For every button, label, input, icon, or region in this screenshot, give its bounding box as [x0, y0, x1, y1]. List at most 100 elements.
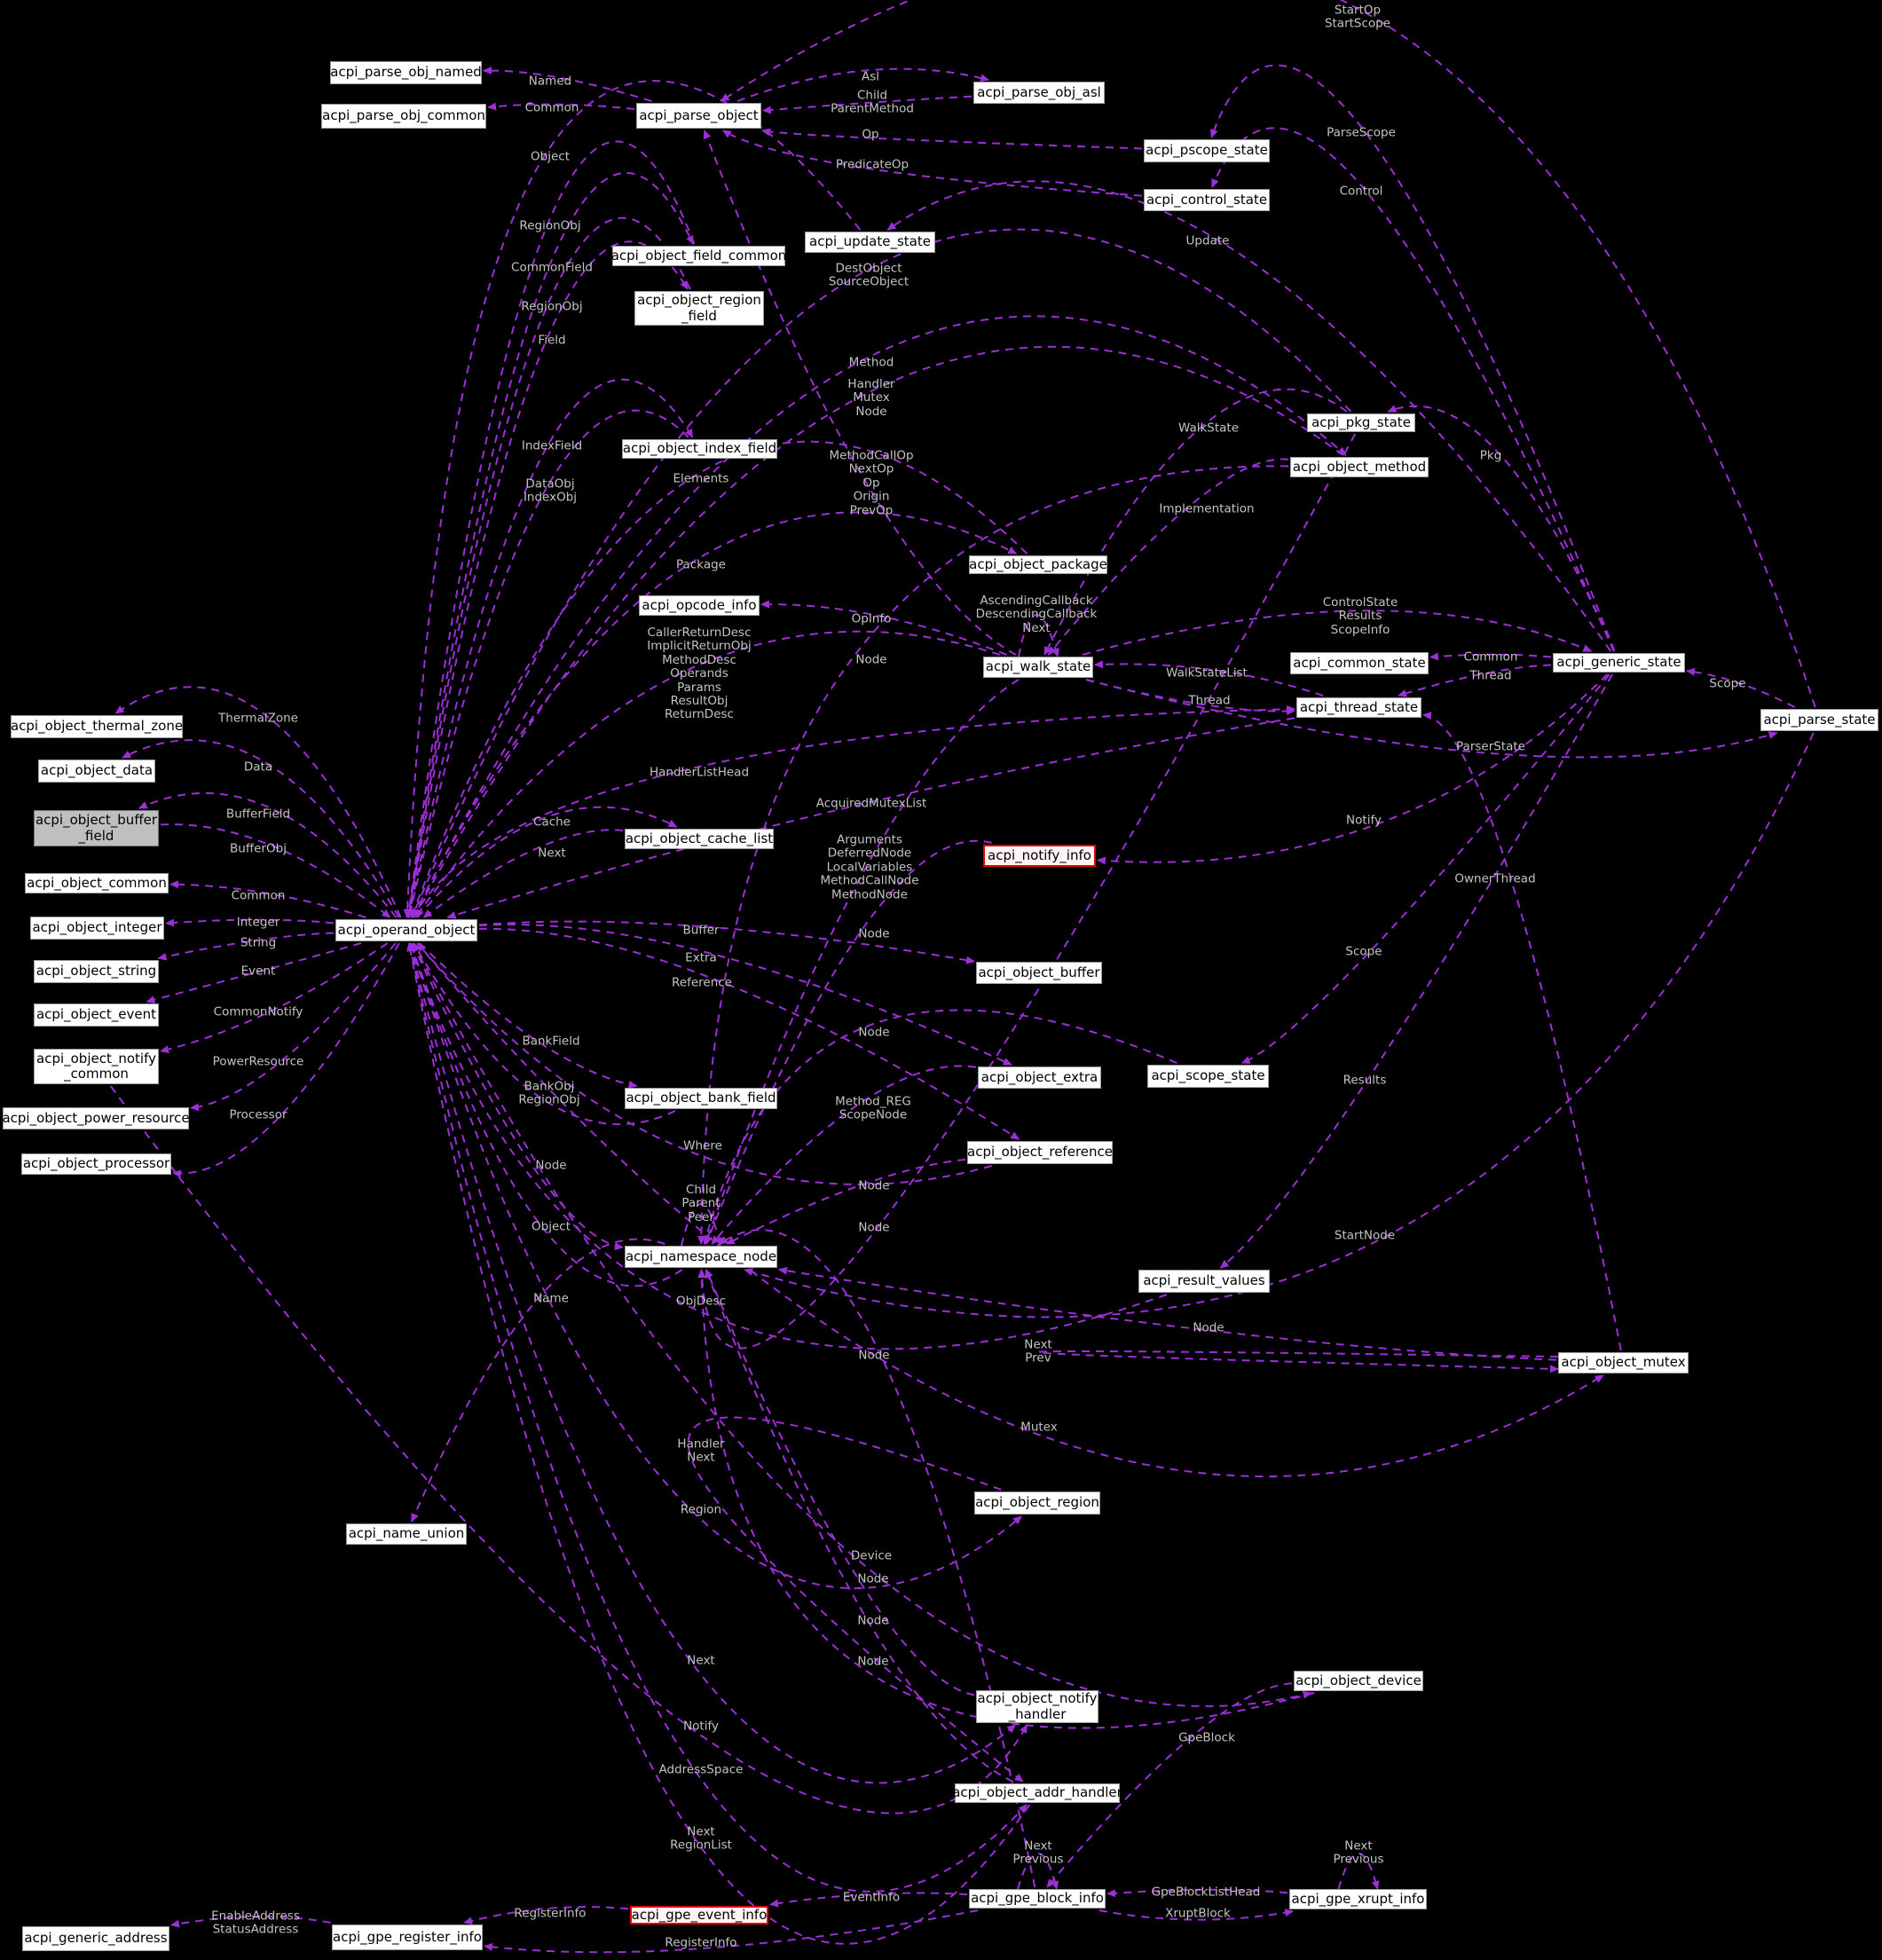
node-generic-address[interactable]: acpi_generic_address	[22, 1926, 169, 1951]
node-object-device[interactable]: acpi_object_device	[1294, 1671, 1423, 1691]
edge-field_common-to-operand_object	[405, 140, 696, 918]
node-pkg-state[interactable]: acpi_pkg_state	[1307, 413, 1415, 432]
node-field-common[interactable]: acpi_object_field_common	[611, 246, 786, 266]
node-index-field[interactable]: acpi_object_index_field	[622, 439, 777, 459]
edge-pscope_state-to-parse_object	[761, 128, 1143, 150]
node-object-event[interactable]: acpi_object_event	[34, 1004, 159, 1027]
node-opcode-info[interactable]: acpi_opcode_info	[639, 595, 760, 616]
edge-operand_object-to-bank_field	[419, 942, 638, 1089]
node-object-method[interactable]: acpi_object_method	[1290, 457, 1429, 477]
node-operand-object[interactable]: acpi_operand_object	[335, 919, 477, 941]
edge-operand_object-to-thread_state	[412, 704, 1295, 918]
edge-walk_state-to-walk_state	[1018, 614, 1059, 657]
node-object-data[interactable]: acpi_object_data	[38, 760, 155, 783]
edge-operand_object-to-object_common	[169, 880, 366, 918]
edge-operand_object-to-object_string	[157, 932, 335, 961]
edge-object_mutex-to-object_mutex	[1037, 1350, 1559, 1374]
node-result-values[interactable]: acpi_result_values	[1138, 1270, 1270, 1293]
edge-operand_object-to-cache_list	[416, 806, 678, 918]
node-parse-object[interactable]: acpi_parse_object	[636, 103, 761, 129]
edge-gpe_register-to-generic_address	[170, 1916, 331, 1928]
edge-operand_object-to-processor	[172, 942, 400, 1178]
node-object-extra[interactable]: acpi_object_extra	[978, 1067, 1101, 1089]
edge-operand_object-to-thermal_zone	[114, 686, 402, 918]
edge-gpe_block-to-gpe_xrupt	[1098, 1909, 1295, 1921]
edge-generic_state-to-pkg_state	[1387, 405, 1615, 652]
node-object-reference[interactable]: acpi_object_reference	[967, 1141, 1113, 1164]
node-scope-state[interactable]: acpi_scope_state	[1147, 1065, 1269, 1088]
node-parse-obj-common[interactable]: acpi_parse_obj_common	[321, 104, 486, 129]
edge-object_reference-to-namespace_node	[725, 1158, 966, 1245]
node-namespace-node[interactable]: acpi_namespace_node	[625, 1246, 777, 1268]
edge-thread_state-to-operand_object	[446, 717, 1295, 919]
node-gpe-xrupt[interactable]: acpi_gpe_xrupt_info	[1289, 1889, 1427, 1909]
edge-operand_object-to-addr_handler	[408, 942, 1028, 1893]
node-control-state[interactable]: acpi_control_state	[1144, 189, 1270, 211]
node-addr-handler[interactable]: acpi_object_addr_handler	[952, 1783, 1122, 1803]
edge-generic_state-to-scope_state	[1240, 673, 1610, 1064]
edge-namespace_node-to-operand_object	[409, 942, 683, 1287]
node-buffer-field[interactable]: acpi_object_buffer _field	[34, 810, 159, 846]
edge-parse_state-to-namespace_node	[744, 732, 1815, 1318]
edge-pkg_state-to-walk_state	[1043, 388, 1348, 656]
edge-gpe_block-to-namespace_node	[719, 1229, 1036, 1888]
node-thermal-zone[interactable]: acpi_object_thermal_zone	[11, 715, 183, 738]
edge-thread_state-to-walk_state	[1094, 660, 1324, 697]
edge-operand_object-to-object_device	[412, 942, 1312, 1707]
edge-generic_state-to-common_state	[1429, 652, 1552, 661]
node-walk-state[interactable]: acpi_walk_state	[983, 657, 1093, 678]
node-power-resource[interactable]: acpi_object_power_resource	[2, 1107, 190, 1130]
edge-operand_object-to-object_package	[412, 511, 1018, 918]
node-parse-obj-named[interactable]: acpi_parse_obj_named	[330, 61, 482, 84]
node-pscope-state[interactable]: acpi_pscope_state	[1144, 139, 1270, 162]
edge-operand_object-to-namespace_node	[411, 942, 624, 1251]
edge-region_field-to-operand_object	[406, 216, 691, 918]
node-update-state[interactable]: acpi_update_state	[805, 232, 935, 253]
edge-notify_handler-to-namespace_node	[705, 1269, 975, 1696]
node-parse-obj-asl[interactable]: acpi_parse_obj_asl	[973, 82, 1105, 104]
edge-operand_object-to-notify_handler	[408, 942, 1017, 1784]
node-object-common[interactable]: acpi_object_common	[25, 873, 169, 893]
node-object-buffer[interactable]: acpi_object_buffer	[976, 962, 1102, 984]
node-object-integer[interactable]: acpi_object_integer	[30, 917, 164, 940]
node-object-region[interactable]: acpi_object_region	[974, 1492, 1100, 1515]
edge-generic_state-to-control_state	[1211, 127, 1615, 652]
node-gpe-register[interactable]: acpi_gpe_register_info	[332, 1925, 483, 1950]
node-parse-state[interactable]: acpi_parse_state	[1760, 709, 1878, 731]
edge-parse_object-to-parse_obj_named	[483, 66, 652, 102]
node-object-string[interactable]: acpi_object_string	[34, 960, 159, 983]
edge-gpe_block-to-gpe_event	[769, 1892, 968, 1908]
node-gpe-event[interactable]: acpi_gpe_event_info	[630, 1906, 768, 1925]
edge-parse_obj_asl-to-parse_object	[762, 95, 972, 114]
node-object-package[interactable]: acpi_object_package	[969, 555, 1107, 574]
node-cache-list[interactable]: acpi_object_cache_list	[625, 829, 774, 849]
edge-result_values-to-operand_object	[409, 942, 1168, 1350]
edge-gpe_xrupt-to-gpe_block	[1106, 1888, 1288, 1898]
edge-operand_object-to-index_field	[407, 378, 694, 918]
node-processor[interactable]: acpi_object_processor	[21, 1153, 171, 1175]
node-gpe-block[interactable]: acpi_gpe_block_info	[969, 1889, 1106, 1909]
edge-object_device-to-gpe_block	[1046, 1682, 1293, 1888]
node-notify-info[interactable]: acpi_notify_info	[983, 845, 1096, 867]
edge-operand_object-to-object_mutex	[416, 942, 1604, 1477]
edge-walk_state-to-thread_state	[1085, 679, 1295, 716]
edge-bank_field-to-operand_object	[413, 942, 676, 1125]
edge-gpe_block-to-gpe_register	[484, 1909, 979, 1954]
node-notify-common[interactable]: acpi_object_notify _common	[34, 1049, 159, 1084]
node-generic-state[interactable]: acpi_generic_state	[1553, 653, 1685, 673]
node-notify-handler[interactable]: acpi_object_notify _handler	[976, 1690, 1098, 1723]
edge-operand_object-to-object_extra	[478, 924, 1012, 1066]
edge-operand_object-to-object_data	[122, 739, 400, 918]
node-bank-field[interactable]: acpi_object_bank_field	[625, 1088, 777, 1109]
node-common-state[interactable]: acpi_common_state	[1290, 652, 1429, 674]
edge-operand_object-to-region_field	[407, 240, 689, 918]
edge-namespace_node-to-name_union	[411, 1238, 665, 1523]
node-region-field[interactable]: acpi_object_region _field	[634, 291, 764, 326]
edge-object_method-to-namespace_node	[697, 465, 1289, 1245]
node-object-mutex[interactable]: acpi_object_mutex	[1558, 1352, 1689, 1374]
edge-pkg_state-to-namespace_node	[697, 433, 1357, 1350]
edge-cache_list-to-operand_object	[422, 829, 624, 918]
node-thread-state[interactable]: acpi_thread_state	[1296, 697, 1421, 718]
node-name-union[interactable]: acpi_name_union	[346, 1523, 467, 1545]
